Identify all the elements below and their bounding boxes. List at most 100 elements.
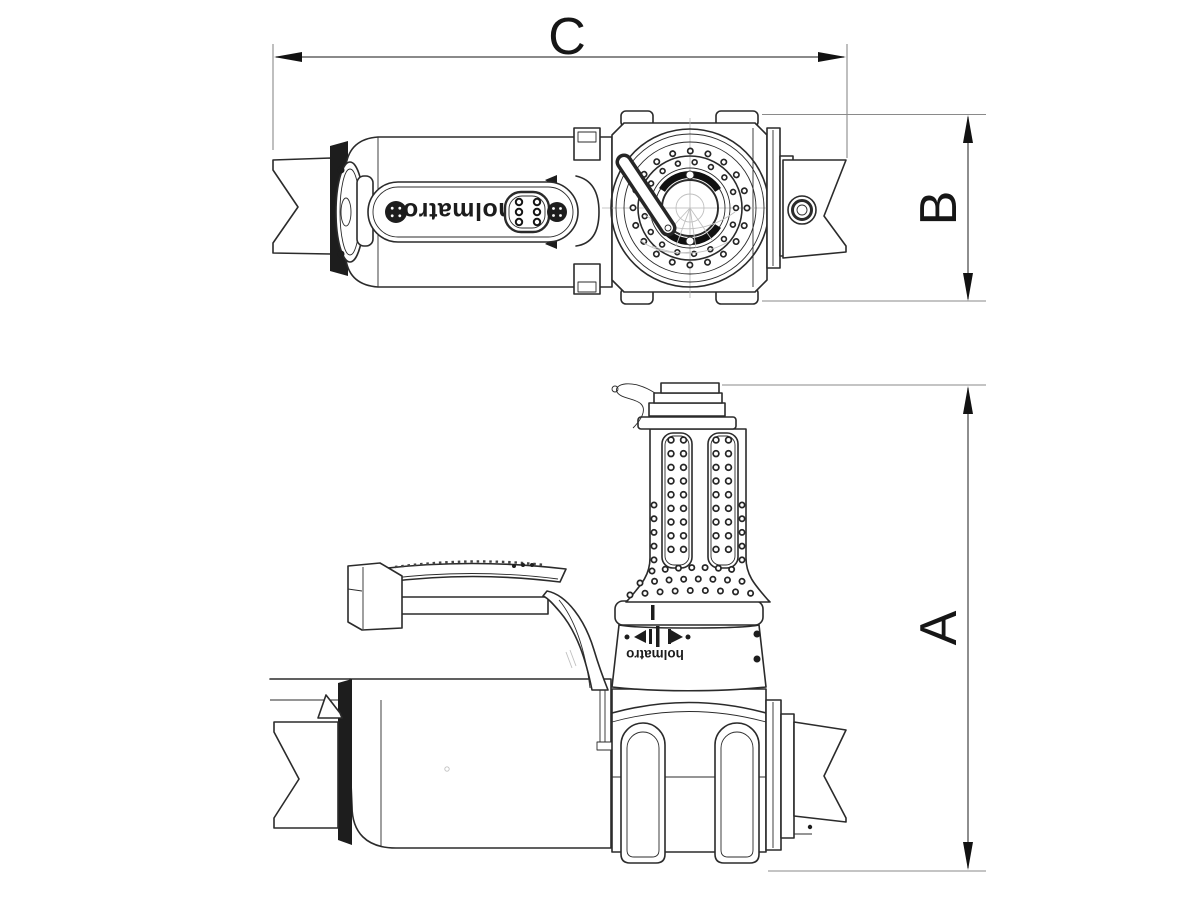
dimension-label-a: A bbox=[910, 610, 968, 645]
inner-mechanism-detail bbox=[663, 207, 713, 249]
marking-bar bbox=[668, 629, 671, 644]
cap-knob bbox=[660, 382, 720, 394]
pad-button[interactable] bbox=[514, 217, 524, 227]
pump-handle[interactable] bbox=[611, 382, 771, 603]
foot-inner bbox=[626, 731, 660, 858]
latch-detail bbox=[577, 281, 597, 293]
torx-screw-icon bbox=[385, 201, 407, 223]
pad-button[interactable] bbox=[514, 197, 524, 207]
arrowhead-left-icon bbox=[274, 52, 302, 62]
foot-inner bbox=[720, 731, 754, 858]
tow-eye-ring bbox=[787, 195, 817, 225]
screw-icon bbox=[753, 630, 761, 638]
bail-pivot bbox=[664, 224, 672, 232]
screw-icon bbox=[753, 655, 761, 663]
arrow-right-icon bbox=[671, 630, 683, 643]
collar-outline bbox=[614, 600, 764, 626]
pump-handle-end-view bbox=[610, 128, 770, 288]
handle-lower-rail bbox=[400, 596, 549, 615]
grip-channel bbox=[661, 432, 693, 569]
body-detail-mark bbox=[444, 766, 450, 772]
lanyard-loop bbox=[611, 385, 619, 393]
perforation-ring-holes bbox=[642, 160, 738, 256]
spreader-tip-side bbox=[273, 721, 339, 829]
perforation-ring-holes bbox=[631, 149, 749, 267]
tool-body-side bbox=[349, 678, 612, 849]
arrowhead-up-icon bbox=[963, 386, 973, 414]
wheel-ring bbox=[637, 155, 743, 261]
support-feet bbox=[620, 722, 760, 864]
wheel-ring bbox=[623, 141, 757, 275]
wheel-ring bbox=[615, 133, 765, 283]
index-mark bbox=[651, 605, 655, 620]
latch-top bbox=[573, 127, 601, 295]
marking-dot bbox=[624, 634, 630, 640]
pad-button[interactable] bbox=[532, 207, 542, 217]
dimension-a: A bbox=[722, 384, 986, 872]
bolt-hole bbox=[685, 170, 695, 180]
carry-handle-side[interactable] bbox=[347, 560, 609, 691]
tow-eye-step bbox=[793, 816, 812, 835]
carry-handle-inner bbox=[372, 186, 574, 238]
grip-texture bbox=[394, 560, 546, 569]
grip-dot bbox=[512, 564, 516, 568]
brand-text-side: holmatro bbox=[626, 647, 684, 662]
pad-button[interactable] bbox=[514, 207, 524, 217]
grip-perforations bbox=[626, 436, 769, 599]
tow-eye-side bbox=[793, 721, 847, 823]
cylinder-end-bore bbox=[340, 197, 352, 227]
rear-attachment-top bbox=[766, 127, 847, 269]
rear-leg-inner bbox=[558, 599, 591, 689]
rear-leg-marking bbox=[565, 649, 577, 669]
pad-button[interactable] bbox=[532, 197, 542, 207]
handle-cap bbox=[637, 382, 737, 430]
tow-eye-body bbox=[782, 159, 847, 259]
marking-dot bbox=[685, 634, 691, 640]
rear-flange-side bbox=[765, 699, 782, 851]
marking-bar bbox=[649, 629, 652, 644]
dimension-c: C bbox=[272, 8, 848, 158]
side-view: holmatro bbox=[269, 382, 847, 864]
handle-mount-rear bbox=[575, 175, 600, 247]
pump-block-outline bbox=[611, 122, 768, 293]
latch-detail bbox=[577, 131, 597, 143]
control-head: holmatro bbox=[611, 624, 767, 692]
dimension-label-b: B bbox=[910, 191, 968, 226]
bail-ghost-line bbox=[639, 239, 693, 254]
screw-icon bbox=[337, 250, 345, 258]
inner-mechanism-detail bbox=[675, 193, 705, 223]
rear-flange bbox=[766, 127, 781, 269]
button-pad-outline bbox=[503, 190, 551, 234]
top-view: holmatro bbox=[272, 110, 847, 305]
foot bbox=[620, 722, 666, 864]
inner-mechanism-detail bbox=[651, 241, 729, 254]
collar-band bbox=[614, 600, 764, 626]
arrowhead-up-icon bbox=[963, 115, 973, 143]
bolt-hole bbox=[685, 236, 695, 246]
brand-text-top: holmatro bbox=[403, 197, 514, 225]
front-leg-detail bbox=[347, 588, 363, 592]
spreader-tip-top bbox=[272, 157, 332, 255]
fold-out-bail-handle[interactable] bbox=[615, 153, 677, 237]
arrow-left-icon bbox=[634, 630, 646, 643]
cap-disc bbox=[653, 392, 723, 404]
lanyard-wire bbox=[616, 383, 656, 429]
screw-icon bbox=[807, 824, 813, 830]
marking-bar bbox=[656, 626, 660, 647]
arrowhead-right-icon bbox=[818, 52, 846, 62]
handle-rear-leg bbox=[542, 590, 609, 691]
cap-plate bbox=[637, 416, 737, 430]
grip-dot bbox=[530, 563, 534, 567]
tow-eye-hole bbox=[796, 204, 808, 216]
tow-eye-ring bbox=[791, 199, 813, 221]
pad-button[interactable] bbox=[532, 217, 542, 227]
dimension-b: B bbox=[762, 113, 986, 302]
grip-bar-inner bbox=[384, 573, 559, 580]
carry-handle-top: holmatro bbox=[367, 181, 579, 243]
blade-latch-tab bbox=[317, 694, 343, 719]
arrowhead-down-icon bbox=[963, 273, 973, 301]
valve-direction-markings bbox=[624, 626, 691, 647]
control-button-pad[interactable] bbox=[503, 190, 551, 234]
screw-icon bbox=[337, 166, 345, 174]
